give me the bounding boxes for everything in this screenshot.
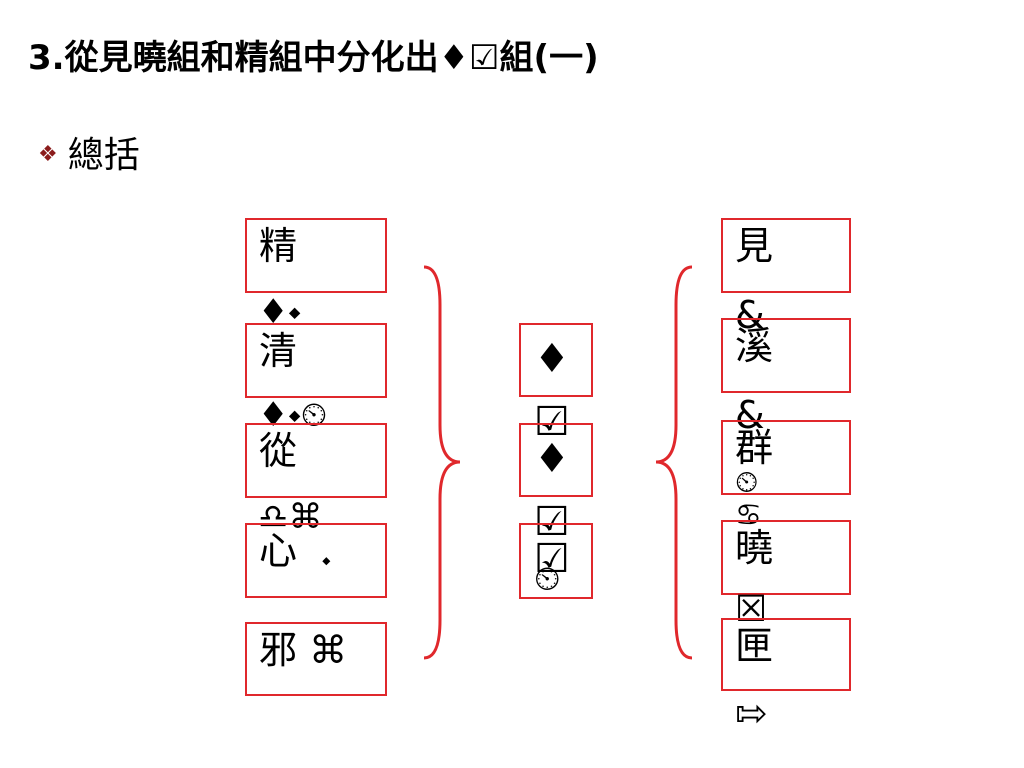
bullet-item: ❖ 總括: [38, 126, 140, 178]
middle-box-overflow: ☑: [534, 399, 570, 445]
left-box-5: 邪 ⌘: [245, 622, 387, 696]
left-box-char: 邪 ⌘: [259, 628, 348, 672]
right-box-char: 溪: [735, 324, 774, 368]
right-box-1: 見: [721, 218, 851, 293]
left-box-char: 精: [259, 224, 298, 268]
left-box-4: 心: [245, 523, 387, 598]
left-box-2: 清: [245, 323, 387, 398]
middle-box-1: ♦: [519, 323, 593, 397]
right-box-3: 群: [721, 420, 851, 495]
right-box-overflow: ⏲♋: [735, 465, 762, 533]
slide-title: 3.從見曉組和精組中分化出♦☑組(一): [28, 38, 599, 78]
left-box-overflow: ♎⌘: [258, 497, 323, 537]
diamond-bullet-icon: ❖: [38, 142, 58, 167]
left-box-char: 從: [259, 429, 298, 473]
middle-box-char: ☑: [534, 536, 570, 582]
right-box-overflow: &: [735, 293, 765, 337]
left-box-1: 精: [245, 218, 387, 293]
right-box-char: 群: [735, 426, 774, 470]
left-brace: [655, 265, 693, 660]
right-box-4: 曉: [721, 520, 851, 595]
right-box-char: 見: [735, 224, 774, 268]
left-box-3: 從: [245, 423, 387, 498]
middle-box-2: ♦: [519, 423, 593, 497]
right-box-5: 匣: [721, 618, 851, 691]
middle-box-char: ♦: [534, 336, 570, 382]
right-box-char: 匣: [735, 624, 774, 668]
right-brace: [423, 265, 461, 660]
right-box-overflow: ☒: [735, 589, 768, 630]
left-box-overflow: ♦⬩⏲: [258, 395, 328, 435]
middle-box-3: ☑: [519, 523, 593, 599]
right-box-char: 曉: [735, 526, 774, 570]
right-box-2: 溪: [721, 318, 851, 393]
middle-box-char: ♦: [534, 436, 570, 482]
left-box-char: 清: [259, 329, 298, 373]
bullet-text: 總括: [67, 135, 140, 176]
left-box-overflow: ⬩: [322, 546, 331, 574]
middle-box-overflow: ⏲: [534, 559, 561, 599]
middle-box-overflow: ☑: [534, 499, 570, 545]
left-box-char: 心: [259, 529, 298, 573]
right-box-overflow: &: [735, 393, 765, 437]
right-box-overflow: ⇰: [735, 691, 767, 735]
